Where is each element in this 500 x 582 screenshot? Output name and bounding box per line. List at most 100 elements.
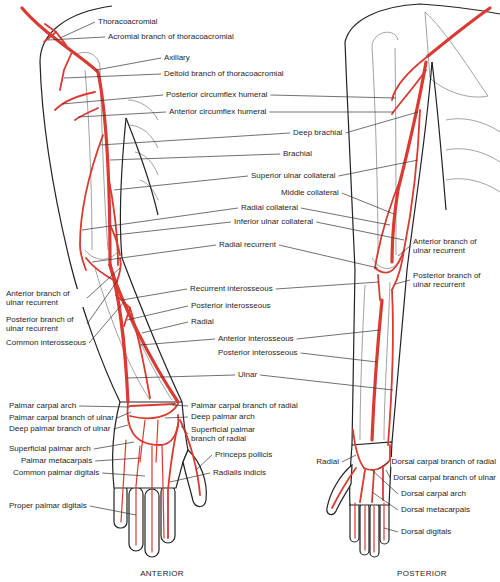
hand-outline — [370, 503, 379, 557]
artery-branch — [404, 110, 420, 250]
leader-line — [82, 208, 238, 230]
leader-line — [140, 339, 215, 345]
leader-line — [122, 289, 187, 300]
artery-label: Common interosseous — [5, 338, 87, 347]
limb-outline — [126, 118, 158, 215]
artery-branch — [388, 290, 393, 445]
artery-branch — [116, 295, 130, 308]
leader-line — [78, 112, 166, 117]
artery-label: Dorsal digitals — [400, 527, 452, 536]
artery-label: Palmar carpal branch of ulnar — [8, 413, 115, 422]
artery-branch — [375, 175, 402, 268]
artery-branch — [392, 70, 426, 114]
leader-line — [339, 160, 419, 176]
artery-branch — [80, 135, 103, 270]
digital-artery — [354, 503, 355, 538]
artery-branch — [130, 404, 175, 406]
artery-label: Palmar carpal arch — [8, 401, 77, 410]
leader-line — [110, 154, 280, 160]
leader-line — [115, 222, 231, 235]
artery-label: Superficial palmar arch — [8, 444, 92, 453]
leader-line — [117, 412, 131, 418]
artery-label: Deep palmar branch of ulnar — [8, 424, 111, 433]
digital-artery — [364, 506, 365, 550]
limb-outline — [345, 4, 500, 42]
digital-artery — [355, 503, 384, 552]
artery-label: Middle collateral — [280, 188, 340, 197]
bone-outline — [446, 149, 500, 162]
leader-line — [64, 74, 161, 78]
artery-label: Inferior ulnar collateral — [233, 217, 314, 226]
leader-line — [301, 208, 390, 225]
artery-branch — [372, 471, 374, 502]
artery-branch — [75, 108, 98, 120]
main-artery — [372, 8, 490, 440]
artery-label: Posterior interosseous — [217, 348, 299, 357]
limb-outline — [40, 62, 120, 402]
digital-artery — [136, 446, 140, 545]
leader-line — [345, 112, 418, 133]
view-caption: ANTERIOR — [139, 569, 185, 578]
artery-branch — [130, 404, 178, 418]
artery-label: Radial — [315, 457, 340, 466]
digital-artery — [151, 446, 152, 552]
bone-outline — [360, 12, 500, 440]
artery-branch — [360, 470, 365, 502]
leader-line — [170, 473, 210, 482]
leader-line — [342, 455, 356, 462]
leader-line — [87, 268, 120, 298]
main-artery — [372, 300, 382, 440]
artery-label: Dorsal metacarpals — [400, 505, 471, 514]
leader-line — [342, 193, 394, 214]
leader-line — [100, 133, 290, 145]
bone-outline — [135, 152, 158, 175]
leader-line — [62, 95, 163, 104]
bone-outline — [446, 179, 500, 192]
bone-outline — [446, 119, 500, 132]
bone-outline — [85, 70, 92, 250]
artery-label: Dorsal carpal branch of ulnar — [392, 473, 497, 482]
leader-line — [181, 426, 188, 434]
artery-label: Princeps pollicis — [214, 450, 273, 459]
hand-outline — [350, 500, 359, 542]
artery-branch — [332, 468, 356, 508]
leader-line — [94, 442, 134, 449]
leader-line — [372, 492, 398, 510]
artery-label: Radialis indicis — [212, 468, 267, 477]
digital-artery — [140, 420, 145, 462]
artery-label: Anterior circumflex humeral — [168, 107, 267, 116]
leader-line — [114, 176, 248, 190]
leader-line — [395, 280, 410, 284]
leader-line — [386, 470, 390, 478]
artery-label: Common palmar digitals — [12, 468, 100, 477]
leader-line — [384, 528, 398, 532]
artery-label: Posterior interosseous — [190, 301, 272, 310]
artery-label: Anterior branch of ulnar recurrent — [412, 237, 494, 255]
leader-line — [260, 375, 393, 390]
artery-label: Thoracoacromial — [97, 17, 159, 26]
limb-outline — [432, 62, 446, 210]
leader-line — [87, 280, 118, 324]
main-artery — [110, 265, 128, 402]
artery-label: Posterior branch of ulnar recurrent — [412, 271, 494, 289]
artery-label: Superficial palmar branch of radial — [190, 425, 272, 443]
artery-label: Anterior interosseous — [217, 334, 295, 343]
digital-artery — [121, 440, 126, 522]
main-artery — [22, 8, 110, 265]
artery-branch — [127, 402, 178, 445]
artery-branch — [44, 32, 56, 42]
artery-label: Posterior circumflex humeral — [165, 90, 268, 99]
leader-line — [127, 306, 188, 320]
digital-artery — [373, 506, 374, 552]
main-artery — [110, 265, 178, 402]
leader-line — [79, 406, 130, 407]
leader-line — [196, 455, 212, 470]
artery-branch — [45, 24, 66, 45]
limb-outline — [345, 4, 500, 445]
bone-outline — [372, 32, 398, 45]
view-caption: POSTERIOR — [396, 569, 448, 578]
artery-branch — [55, 92, 95, 110]
leader-line — [378, 462, 389, 469]
